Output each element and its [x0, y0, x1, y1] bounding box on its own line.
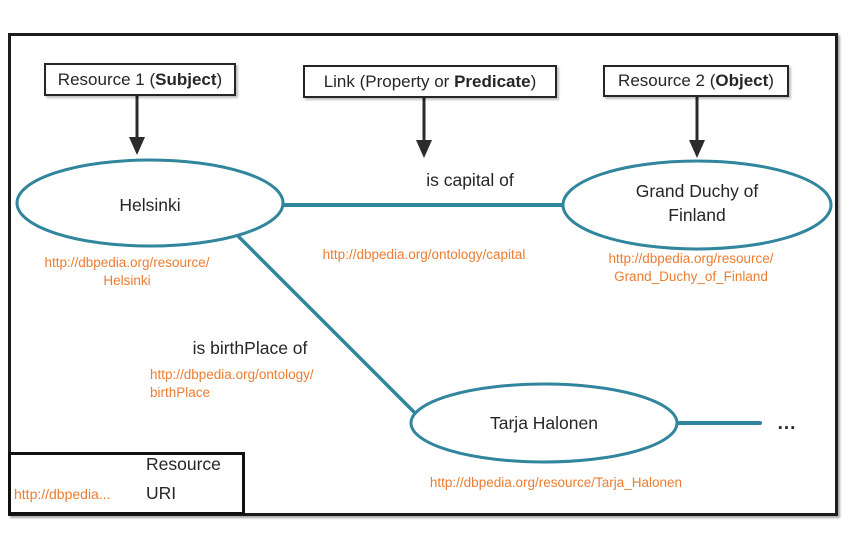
edge-capital-label: is capital of [426, 170, 514, 190]
annotation-box-predicate-text: Link (Property or Predicate) [323, 71, 537, 91]
uri-birthplace: http://dbpedia.org/ontology/ birthPlace [150, 367, 314, 400]
legend-uri-example: http://dbpedia... [14, 486, 111, 502]
legend-uri-label: URI [146, 483, 177, 503]
edge-ellipsis-label: ... [777, 413, 797, 434]
uri-grand-duchy: http://dbpedia.org/resource/ Grand_Duchy… [608, 251, 774, 284]
annotation-box-subject: Resource 1 (Subject) [44, 63, 236, 96]
annotation-box-object-text: Resource 2 (Object) [618, 71, 774, 90]
node-tarja-label: Tarja Halonen [490, 413, 598, 433]
uri-tarja: http://dbpedia.org/resource/Tarja_Halone… [429, 475, 683, 490]
legend-resource-label: Resource [146, 454, 221, 474]
annotation-box-subject-text: Resource 1 (Subject) [57, 69, 223, 89]
edge-birthplace-label: is birthPlace of [192, 338, 308, 358]
legend-box [8, 452, 245, 515]
annotation-box-object: Resource 2 (Object) [603, 65, 789, 97]
annotation-box-predicate: Link (Property or Predicate) [303, 65, 557, 98]
node-helsinki-label: Helsinki [119, 195, 181, 215]
uri-helsinki: http://dbpedia.org/resource/ Helsinki [44, 255, 210, 288]
node-grand-duchy-label: Grand Duchy of Finland [635, 181, 759, 225]
uri-capital: http://dbpedia.org/ontology/capital [322, 247, 526, 262]
